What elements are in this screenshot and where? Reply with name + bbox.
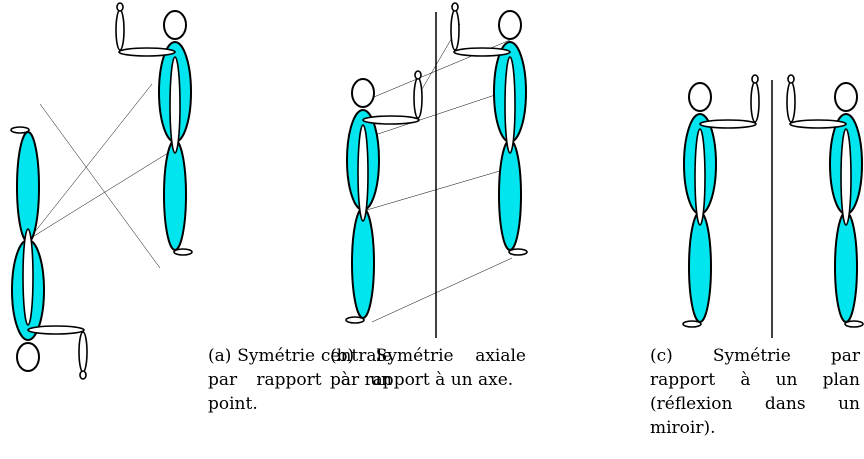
- figure-image-a: [10, 126, 88, 380]
- caption-b-tag: (b): [330, 346, 355, 366]
- panel-b-axial-symmetry: [345, 2, 528, 338]
- caption-c: (c) Symétrie par rapport à un plan (réfl…: [650, 344, 860, 440]
- figure-left-c: [682, 74, 760, 328]
- caption-a: (a) Symétrie cen­trale par rapport à un …: [208, 344, 392, 416]
- caption-b-text: Symétrie axiale par rapport à un axe.: [330, 346, 526, 390]
- caption-c-text: Symétrie par rapport à un plan (réflexio…: [650, 346, 861, 438]
- panel-a-central-symmetry: [10, 2, 193, 380]
- caption-b: (b) Symétrie axiale par rapport à un axe…: [330, 344, 526, 392]
- figure-original-b: [450, 2, 528, 256]
- caption-a-text: Symétrie cen­trale par rapport à un poin…: [208, 346, 392, 414]
- caption-c-tag: (c): [650, 346, 673, 366]
- panel-c-mirror-symmetry: [682, 74, 864, 338]
- figure-right-c: [786, 74, 864, 328]
- figure-original-a: [115, 2, 193, 256]
- caption-a-tag: (a): [208, 346, 232, 366]
